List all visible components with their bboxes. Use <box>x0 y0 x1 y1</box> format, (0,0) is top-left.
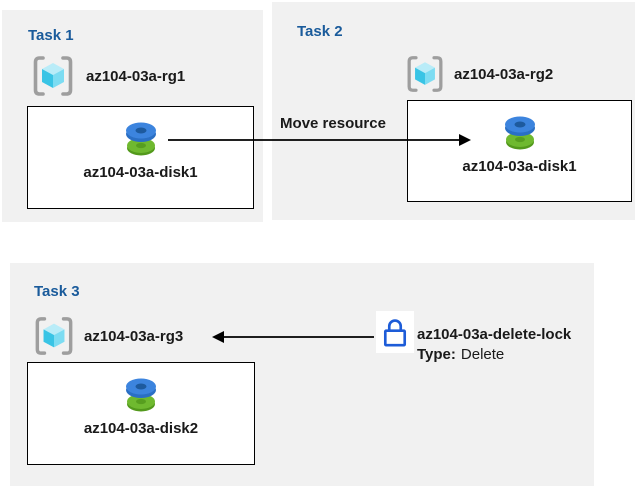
task2-panel: Task 2 az104-03a-rg2 az104-03a-disk1 <box>272 2 635 220</box>
lock-badge <box>376 311 414 353</box>
task3-panel: Task 3 az104-03a-rg3 az104-03a-disk2 <box>10 263 594 486</box>
task2-rg-label: az104-03a-rg2 <box>454 65 554 83</box>
task3-title: Task 3 <box>34 283 80 301</box>
task1-title: Task 1 <box>28 27 74 45</box>
disk-icon <box>126 378 156 412</box>
move-resource-label: Move resource <box>280 115 386 132</box>
resource-group-icon <box>407 56 443 92</box>
resource-group-icon <box>35 317 73 355</box>
task3-resource-group: az104-03a-rg3 <box>34 316 183 356</box>
lock-icon <box>383 319 407 347</box>
resource-group-icon <box>33 56 73 96</box>
task2-resource-box: az104-03a-disk1 <box>407 100 632 202</box>
task1-rg-label: az104-03a-rg1 <box>86 67 186 85</box>
lock-type-value: Delete <box>460 346 505 363</box>
task3-rg-label: az104-03a-rg3 <box>84 327 184 345</box>
lock-type-line: Type:Delete <box>417 346 504 363</box>
task2-disk-label: az104-03a-disk1 <box>462 158 577 175</box>
disk-icon <box>504 116 535 150</box>
lock-name-label: az104-03a-delete-lock <box>417 326 572 343</box>
task3-resource-box: az104-03a-disk2 <box>27 362 255 465</box>
task1-resource-box: az104-03a-disk1 <box>27 106 254 209</box>
task3-disk-label: az104-03a-disk2 <box>83 420 199 437</box>
task1-panel: Task 1 az104-03a-rg1 az104-03a-disk1 <box>2 10 263 222</box>
lock-text: az104-03a-delete-lock Type:Delete <box>417 325 571 365</box>
task1-resource-group: az104-03a-rg1 <box>32 55 185 97</box>
lock-type-label: Type: <box>417 346 456 363</box>
task2-resource-group: az104-03a-rg2 <box>406 55 553 93</box>
disk-icon <box>125 122 156 156</box>
task1-disk-label: az104-03a-disk1 <box>83 164 198 181</box>
task2-title: Task 2 <box>297 23 343 41</box>
